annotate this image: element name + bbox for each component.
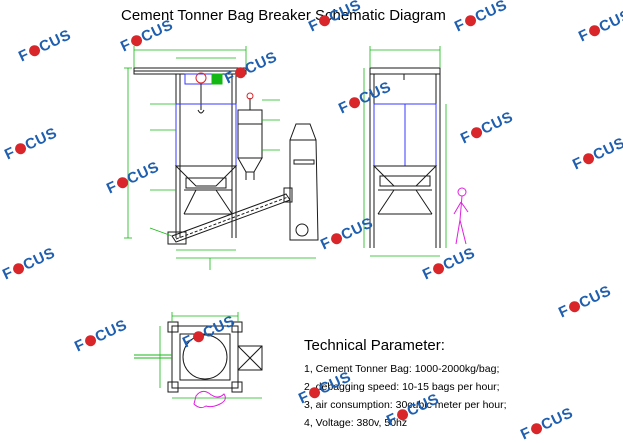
top-view — [134, 321, 263, 393]
parameter-item: 4, Voltage: 380v, 50hz — [304, 417, 408, 429]
technical-parameters: Technical Parameter: 1, Cement Tonner Ba… — [304, 337, 507, 432]
side-view — [369, 67, 441, 248]
front-view — [133, 67, 319, 245]
human-figure — [453, 187, 469, 245]
kneeling-figure — [193, 390, 226, 409]
parameter-item: 3, air consumption: 30cubic meter per ho… — [304, 399, 507, 411]
parameter-item: 2, debagging speed: 10-15 bags per hour; — [304, 381, 500, 393]
diagram-title: Cement Tonner Bag Breaker Schematic Diag… — [121, 7, 446, 24]
side-view-dimensions — [363, 46, 447, 257]
technical-parameters-heading: Technical Parameter: — [304, 337, 445, 354]
top-view-dimensions — [159, 312, 262, 399]
front-view-dimensions — [124, 46, 316, 270]
parameter-item: 1, Cement Tonner Bag: 1000-2000kg/bag; — [304, 363, 500, 375]
